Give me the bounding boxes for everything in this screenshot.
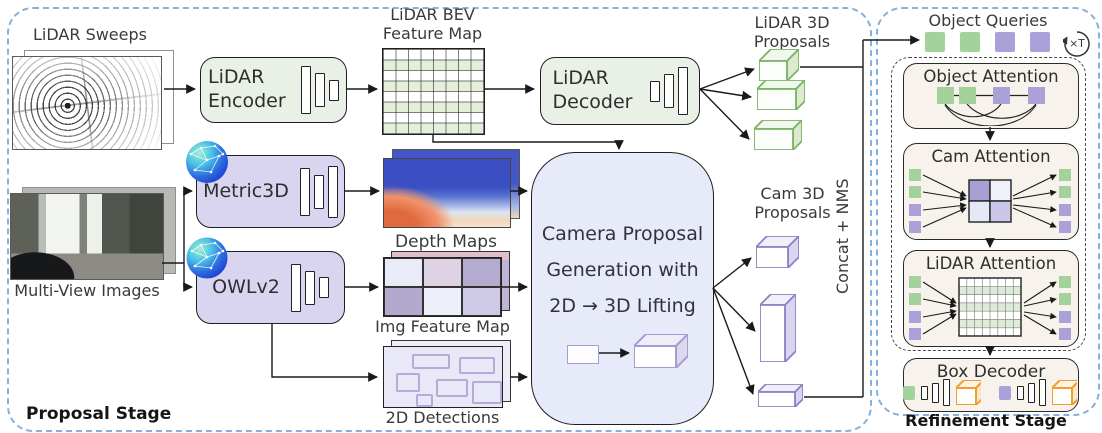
img-feature-map-label: Img Feature Map — [375, 317, 510, 336]
green-query-chip — [903, 385, 916, 400]
cam-proposal-cuboid-2 — [760, 294, 796, 362]
lidar-decoder-node: LiDAR Decoder — [540, 57, 700, 125]
lidar-proposal-cuboid-2 — [757, 80, 805, 110]
lidar-proposals-label: LiDAR 3D Proposals — [753, 13, 831, 51]
lidar-encoder-node: LiDAR Encoder — [200, 57, 347, 123]
lidar-attention-diagram — [909, 276, 1071, 340]
decoder-bars-icon — [649, 67, 688, 115]
multi-view-image — [10, 193, 164, 280]
bev-feature-map-grid — [382, 48, 485, 135]
multi-view-images-label: Multi-View Images — [14, 281, 160, 300]
owlv2-globe-icon — [186, 237, 228, 279]
camgen-line1: Camera Proposal — [541, 223, 704, 245]
lidar-proposal-cuboid-1 — [759, 49, 799, 81]
refinement-stage-label: Refinement Stage — [905, 411, 1067, 430]
orange-box-cube-icon-2 — [1052, 380, 1077, 405]
detections-box — [383, 346, 503, 408]
cam-proposal-cuboid-3 — [758, 384, 803, 407]
query-square-green-1 — [925, 32, 945, 52]
lidar-sweeps-image — [12, 56, 162, 150]
loop-arrow-icon — [1060, 31, 1090, 57]
object-queries-label: Object Queries — [928, 11, 1048, 30]
lidar-attention-label: LiDAR Attention — [925, 254, 1057, 273]
metric3d-bars-icon — [299, 165, 338, 218]
cam-proposal-cuboid-1 — [756, 236, 799, 268]
metric3d-label: Metric3D — [203, 179, 289, 202]
box-decoder-icons — [903, 379, 1077, 406]
bev-feature-map-label: LiDAR BEV Feature Map — [382, 5, 483, 43]
encoder-bars-icon — [301, 66, 339, 114]
camera-proposal-generator: Camera Proposal Generation with 2D → 3D … — [531, 152, 714, 425]
detections-2d-label: 2D Detections — [385, 408, 500, 427]
depth-maps-label: Depth Maps — [395, 232, 497, 252]
object-attention-diagram — [937, 87, 1045, 126]
lidar-sweeps-label: LiDAR Sweeps — [33, 25, 147, 44]
lifting-3d-cuboid-icon — [634, 334, 688, 368]
camgen-line3: 2D → 3D Lifting — [549, 295, 696, 317]
box-decoder-label: Box Decoder — [936, 362, 1046, 382]
decoder-head-bars-icon-1 — [921, 379, 951, 406]
lidar-encoder-label: LiDAR Encoder — [208, 66, 286, 112]
owlv2-node: OWLv2 — [196, 251, 345, 324]
refinement-stage-panel — [876, 7, 1100, 416]
query-square-purple-1 — [995, 32, 1015, 52]
query-square-green-2 — [960, 32, 980, 52]
proposal-stage-label: Proposal Stage — [26, 404, 172, 424]
loop-label: ×T — [1069, 38, 1085, 50]
lifting-2d-box-icon — [567, 345, 599, 364]
box-decoder-box: Box Decoder — [903, 358, 1079, 412]
object-attention-label: Object Attention — [923, 67, 1059, 86]
owlv2-label: OWLv2 — [212, 275, 280, 298]
depth-map-image — [383, 158, 511, 228]
lidar-proposal-cuboid-3 — [754, 120, 802, 150]
img-feature-map-grid — [383, 257, 502, 317]
lidar-decoder-label: LiDAR Decoder — [552, 67, 633, 113]
loop-xT-badge: ×T — [1060, 30, 1091, 58]
decoder-head-bars-icon-2 — [1017, 379, 1047, 406]
cam-attention-label: Cam Attention — [931, 147, 1051, 166]
query-square-purple-2 — [1030, 32, 1050, 52]
camgen-line2: Generation with — [546, 259, 699, 281]
cam-attention-diagram — [909, 169, 1071, 233]
concat-nms-label: Concat + NMS — [833, 178, 852, 294]
orange-box-cube-icon-1 — [956, 380, 982, 405]
object-attention-box: Object Attention — [903, 63, 1079, 129]
purple-query-chip — [998, 385, 1012, 400]
metric3d-globe-icon — [186, 141, 228, 183]
owlv2-bars-icon — [290, 263, 329, 312]
proposal-stage-panel — [7, 7, 872, 432]
